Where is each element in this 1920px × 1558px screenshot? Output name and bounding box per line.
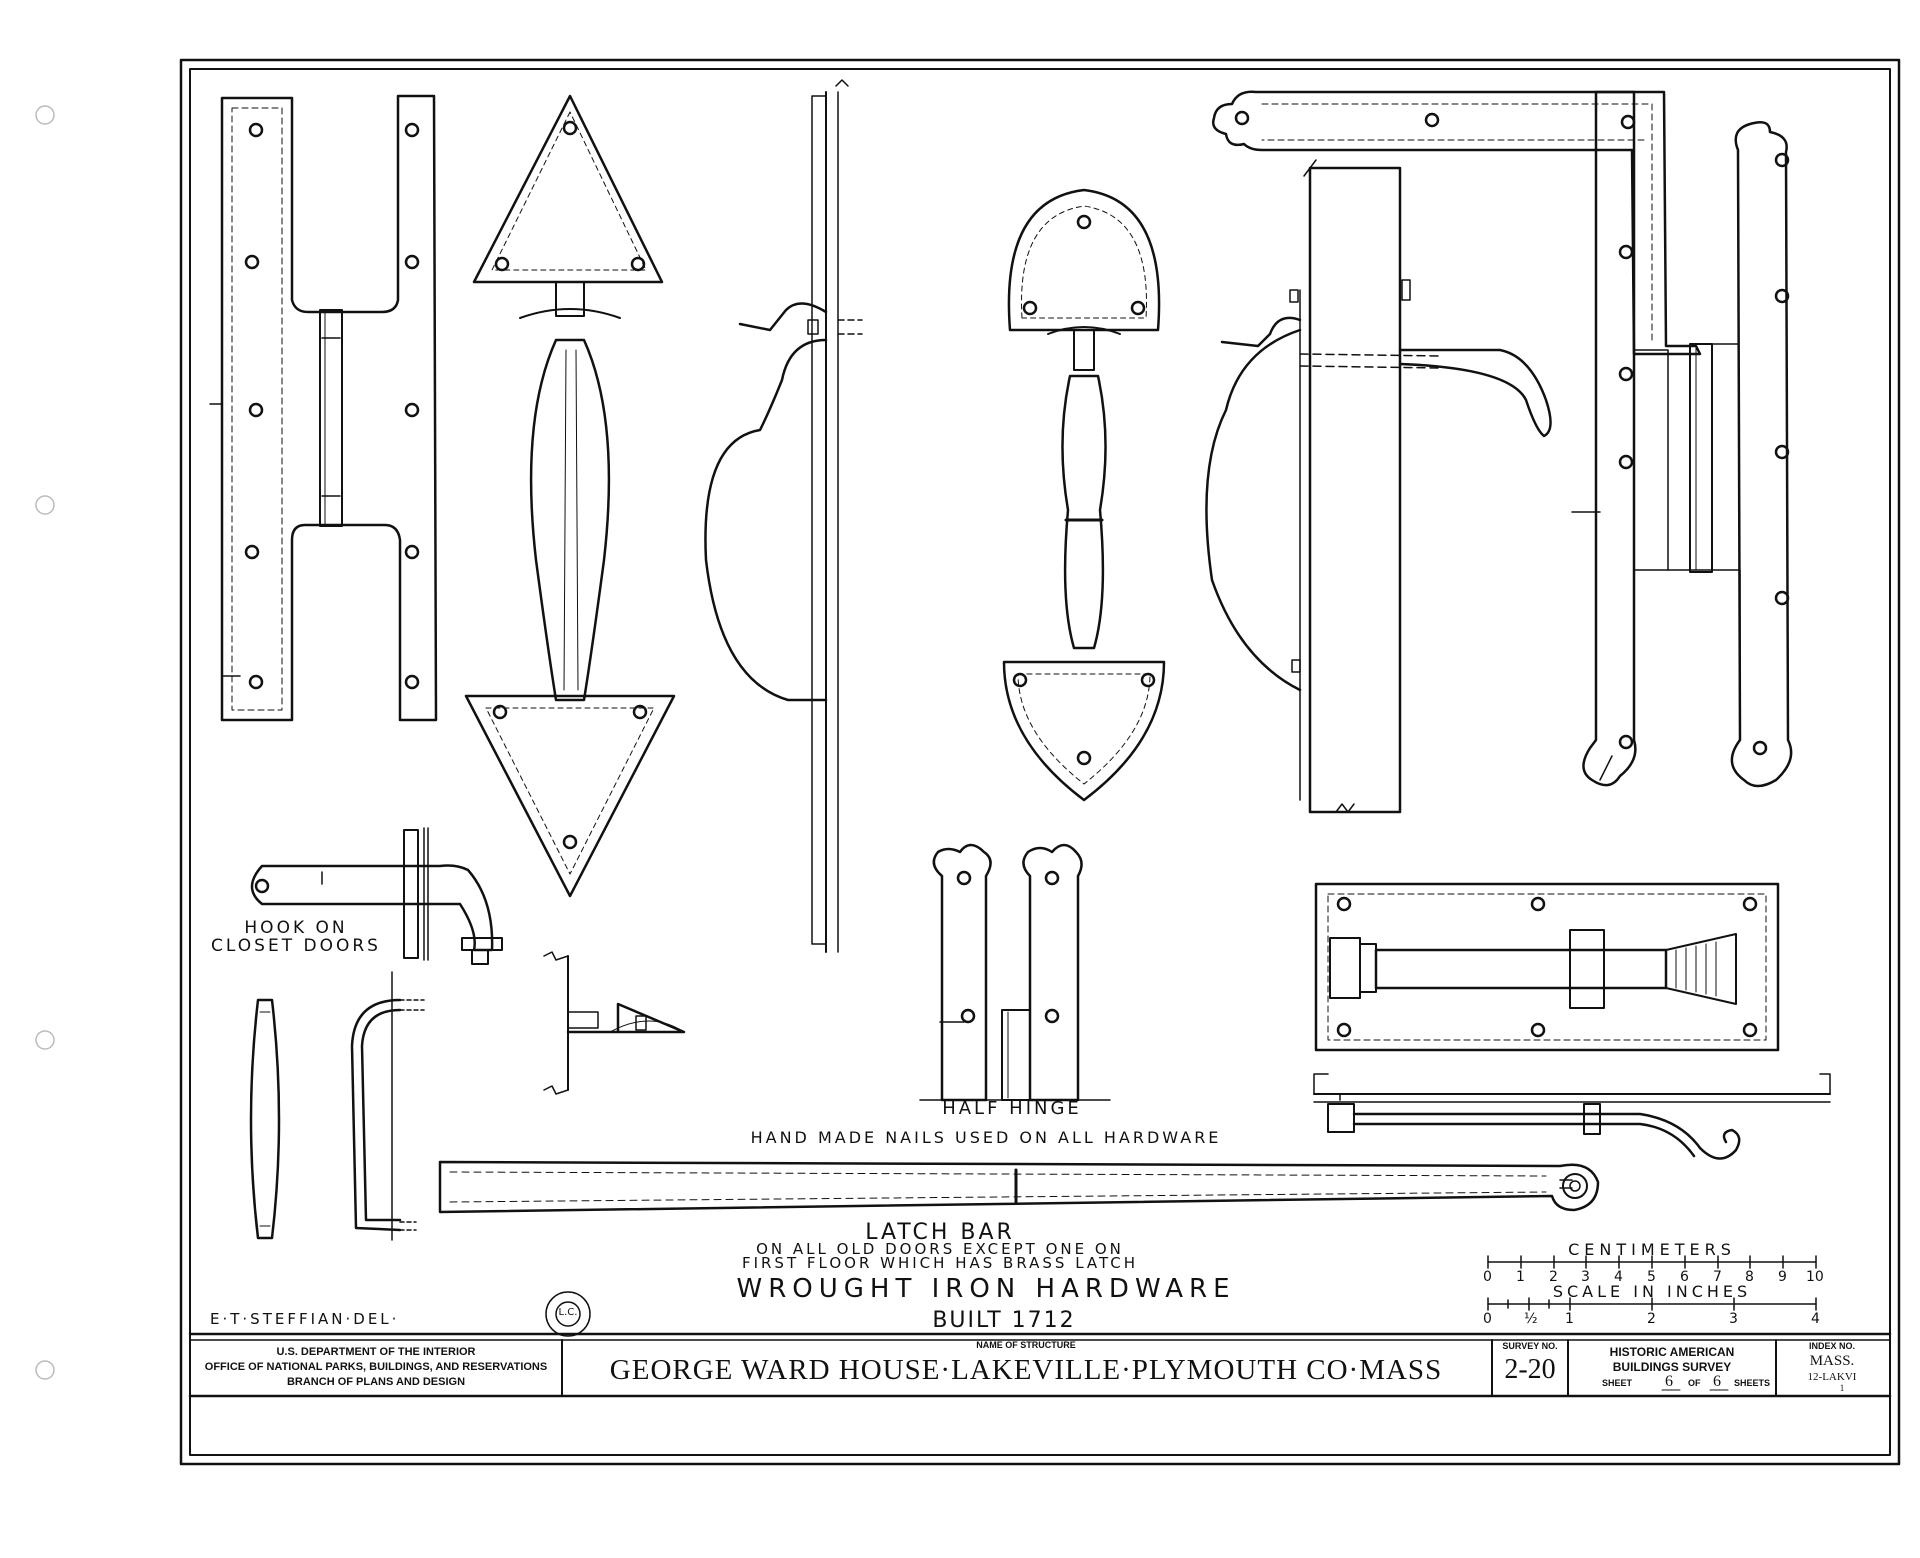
binding-hole (35, 1030, 55, 1050)
nails-note: HAND MADE NAILS USED ON ALL HARDWARE (750, 1128, 1222, 1147)
scale-cm-tick: 9 (1778, 1269, 1790, 1285)
delineator-credit: E·T·STEFFIAN·DEL· (210, 1310, 400, 1328)
sheet-word: SHEET (1602, 1378, 1633, 1388)
slide-bolt-section (1313, 1073, 1831, 1160)
of-word: OF (1688, 1378, 1701, 1388)
scale-cm-tick: 6 (1680, 1269, 1692, 1285)
scale-in-tick: 3 (1729, 1311, 1741, 1327)
hook-label-line-2: CLOSET DOORS (211, 936, 381, 956)
bent-strap-section (350, 971, 425, 1241)
scale-bar-inches (1487, 1297, 1817, 1311)
library-of-congress-stamp (545, 1291, 591, 1337)
structure-label: NAME OF STRUCTURE (976, 1340, 1076, 1350)
scale-cm-title: CENTIMETERS (1568, 1240, 1736, 1259)
scale-cm-tick: 10 (1806, 1269, 1824, 1285)
thumb-latch-handle-small (1002, 188, 1166, 802)
scale-cm-tick: 0 (1483, 1269, 1495, 1285)
scale-cm-tick: 8 (1745, 1269, 1757, 1285)
dept-line-3: BRANCH OF PLANS AND DESIGN (286, 1376, 466, 1388)
title-block (188, 1332, 1892, 1398)
outer-border (179, 58, 1901, 1466)
dept-line-1: U.S. DEPARTMENT OF THE INTERIOR (276, 1346, 476, 1358)
hook-label-line-1: HOOK ON (244, 918, 348, 938)
latch-bar (438, 1160, 1600, 1214)
scale-cm-tick: 1 (1516, 1269, 1528, 1285)
sheet-total: 6 (1713, 1373, 1721, 1390)
drawing-main-title: WROUGHT IRON HARDWARE (736, 1274, 1236, 1304)
thumb-latch-handle-large (464, 94, 676, 898)
half-hinge (919, 843, 1111, 1102)
latch-catch (543, 951, 686, 1095)
stamp-text: L.C. (558, 1307, 578, 1318)
scale-cm-tick: 2 (1549, 1269, 1561, 1285)
scale-in-tick: 4 (1811, 1311, 1823, 1327)
door-section-latch (1205, 159, 1552, 814)
built-date: BUILT 1712 (932, 1308, 1076, 1333)
index-number-label: INDEX NO. (1808, 1341, 1856, 1351)
habs-line-1: HISTORIC AMERICAN (1609, 1345, 1735, 1359)
scale-in-tick: 2 (1647, 1311, 1659, 1327)
binding-hole (35, 1360, 55, 1380)
scale-cm-tick: 5 (1647, 1269, 1659, 1285)
sheets-word: SHEETS (1734, 1378, 1771, 1388)
h-hinge-left (209, 94, 438, 722)
l-hinge-strap (1212, 90, 1702, 470)
survey-number: 2-20 (1504, 1354, 1556, 1385)
handle-side-profile (704, 79, 863, 953)
closet-door-hook (250, 827, 503, 965)
scale-in-tick: 1 (1565, 1311, 1577, 1327)
thumb-piece-elevation (249, 998, 281, 1240)
index-line-3: 1 (1839, 1383, 1845, 1393)
latch-bar-label: LATCH BAR (865, 1220, 1015, 1245)
index-line-2: 12-LAKVI (1807, 1371, 1857, 1383)
structure-name: GEORGE WARD HOUSE·LAKEVILLE·PLYMOUTH CO·… (609, 1354, 1443, 1386)
slide-bolt (1314, 882, 1780, 1052)
scale-inches-title: SCALE IN INCHES (1552, 1282, 1752, 1301)
latch-note-line-1: ON ALL OLD DOORS EXCEPT ONE ON (756, 1240, 1124, 1258)
dept-line-2: OFFICE OF NATIONAL PARKS, BUILDINGS, AND… (204, 1361, 548, 1373)
inner-border (189, 68, 1891, 1456)
binding-hole (35, 105, 55, 125)
scale-cm-tick: 4 (1614, 1269, 1626, 1285)
binding-hole (35, 495, 55, 515)
scale-cm-tick: 7 (1713, 1269, 1725, 1285)
latch-note-line-2: FIRST FLOOR WHICH HAS BRASS LATCH (741, 1254, 1139, 1272)
sheet-number: 6 (1665, 1373, 1673, 1390)
index-line-1: MASS. (1809, 1353, 1855, 1369)
scale-in-tick: ½ (1524, 1311, 1541, 1327)
h-hinge-right (1571, 90, 1793, 788)
scale-bar-centimeters (1487, 1255, 1817, 1269)
survey-number-label: SURVEY NO. (1502, 1341, 1558, 1351)
half-hinge-label: HALF HINGE (942, 1098, 1082, 1119)
habs-line-2: BUILDINGS SURVEY (1612, 1360, 1732, 1374)
scale-in-tick: 0 (1483, 1311, 1495, 1327)
scale-cm-tick: 3 (1581, 1269, 1593, 1285)
